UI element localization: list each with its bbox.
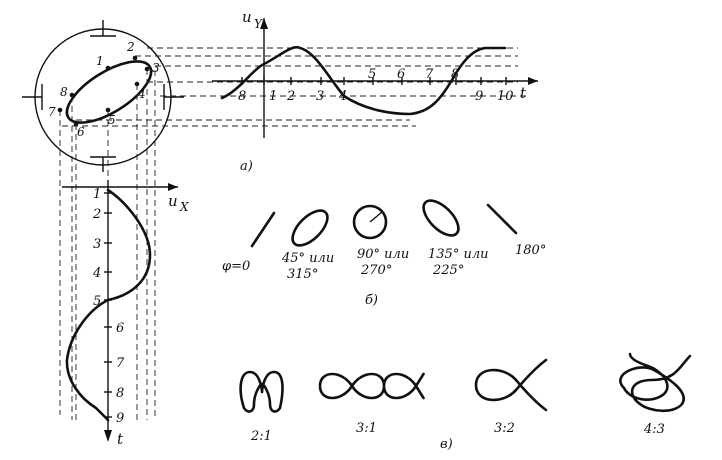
phase-label-135-line2: 225°: [432, 263, 464, 278]
top-tick-6: 6: [397, 67, 405, 82]
phase-line-180: [486, 203, 518, 235]
top-tick-5: 5: [368, 67, 376, 82]
phase-label-45-line1: 45° или: [281, 251, 334, 266]
top-plot: u Y t 8 1 2 3 4 5 6 7 8 9 10 а): [212, 8, 538, 174]
left-tick-1: 1: [93, 187, 101, 202]
top-axis-ticks: [241, 77, 507, 85]
phase-label-90-line2: 270°: [360, 263, 392, 278]
left-time-label: t: [117, 430, 124, 448]
ux-axis-subscript: X: [179, 200, 189, 214]
uy-axis-label: u: [242, 8, 252, 26]
screen-point-2: [132, 55, 138, 61]
phase-shift-figures: φ=0 45° или 315° 90° или 270° 135° или 2…: [222, 199, 546, 308]
lissajous-3-1: [318, 372, 425, 400]
screen-label-2: 2: [126, 40, 135, 54]
lissajous-4-3: [619, 352, 692, 413]
left-tick-4: 4: [92, 266, 101, 281]
left-tick-8: 8: [116, 386, 124, 401]
ux-arrow: [168, 183, 178, 191]
top-tick-4: 4: [338, 89, 347, 104]
phase-circle-radius: [369, 211, 383, 223]
top-tick-7: 7: [425, 67, 434, 82]
left-tick-7: 7: [116, 356, 125, 371]
lissajous-label-4-3: 4:3: [643, 422, 665, 437]
lissajous-2-1: [239, 370, 284, 413]
screen-label-6: 6: [77, 125, 85, 139]
left-tick-6: 6: [116, 321, 124, 336]
lissajous-figures: 2:1 3:1 3:2 4:3 в): [239, 352, 692, 452]
top-tick-9: 9: [475, 89, 483, 104]
lissajous-label-2-1: 2:1: [250, 429, 272, 444]
top-tick-8b: 8: [451, 67, 459, 82]
phase-ellipse-45: [291, 209, 329, 247]
screen-ellipse-trace: [65, 60, 153, 124]
screen-point-8: [69, 92, 75, 98]
lissajous-label-3-2: 3:2: [494, 421, 515, 436]
top-tick-1: 1: [269, 89, 277, 104]
screen-label-3: 3: [152, 61, 160, 75]
ux-axis-label: u: [168, 192, 178, 210]
left-tick-9: 9: [116, 411, 124, 426]
caption-a: а): [240, 159, 253, 174]
screen-label-8: 8: [60, 85, 68, 99]
left-axis-ticks: [104, 192, 112, 418]
phase-ellipse-135: [422, 199, 460, 237]
phase-label-45-line2: 315°: [287, 267, 318, 282]
lissajous-3-2: [474, 358, 548, 412]
top-tick-8a: 8: [238, 89, 246, 104]
screen-circle: [34, 28, 172, 166]
top-tick-10: 10: [497, 89, 514, 104]
phase-label-180: 180°: [515, 243, 546, 258]
top-tick-2: 2: [286, 89, 295, 104]
phase-label-0: φ=0: [222, 259, 250, 274]
left-tick-3: 3: [93, 237, 101, 252]
caption-c: в): [440, 437, 453, 452]
caption-b: б): [365, 293, 378, 308]
left-plot: u X t 1 2 3 4 5 6 7 8 9: [62, 180, 189, 448]
phase-label-90-line1: 90° или: [357, 247, 409, 262]
uy-axis-subscript: Y: [254, 17, 263, 31]
top-time-arrow: [528, 77, 538, 85]
phase-line-0: [250, 211, 276, 248]
lissajous-label-3-1: 3:1: [356, 421, 377, 436]
screen-point-1: [105, 65, 111, 71]
phase-circle-90: [352, 204, 388, 240]
uy-waveform: [220, 45, 507, 116]
screen-label-7: 7: [48, 105, 56, 119]
left-tick-2: 2: [92, 207, 101, 222]
top-time-label: t: [520, 84, 527, 102]
screen-label-4: 4: [137, 87, 146, 101]
oscilloscope-screen: 1 2 3 4 5 6 7 8: [22, 20, 184, 172]
phase-label-135-line1: 135° или: [428, 247, 488, 262]
left-time-arrow: [104, 430, 112, 442]
top-tick-3: 3: [316, 89, 324, 104]
left-tick-5: 5: [93, 294, 101, 309]
ux-waveform: [65, 188, 152, 422]
screen-label-1: 1: [96, 54, 104, 68]
uy-arrow: [260, 18, 268, 29]
